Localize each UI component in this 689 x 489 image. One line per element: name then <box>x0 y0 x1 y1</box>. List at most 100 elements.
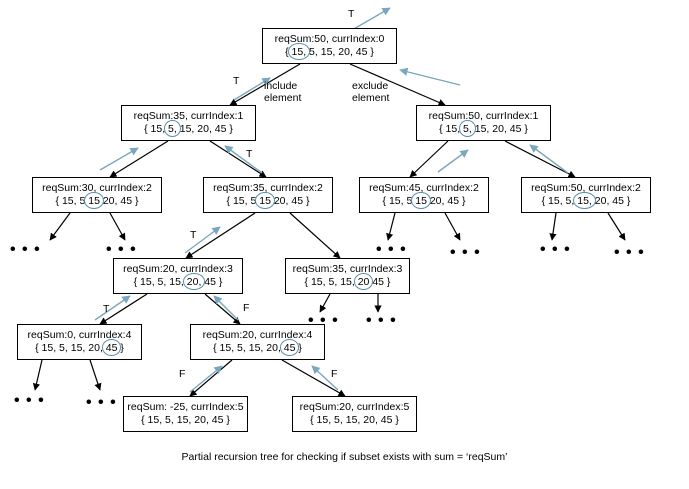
array-close-brace: } <box>384 276 391 288</box>
tree-edge <box>189 359 233 397</box>
array-element: 20, <box>88 342 103 354</box>
node-reqsum45-index2: reqSum:45, currIndex:2{ 15, 5 15 20, 45 … <box>359 177 489 213</box>
return-arrow <box>399 67 461 86</box>
array-element: 15, <box>388 195 404 207</box>
ellipsis-n50b-left: • • • <box>540 241 571 258</box>
tree-edge <box>89 359 102 391</box>
node-array: { 15, 5 15 20, 45 } <box>33 195 161 208</box>
node-array: { 15, 5, 15, 20, 45 } <box>191 342 324 355</box>
tree-edge <box>185 212 256 259</box>
array-close-brace: } <box>132 195 139 207</box>
array-element: 15, <box>474 123 490 135</box>
return-arrow <box>351 7 391 31</box>
array-element: 15, <box>70 342 86 354</box>
array-element: 5, <box>237 342 246 354</box>
tree-edge <box>99 293 148 325</box>
array-element: 15, <box>232 195 248 207</box>
array-element: 15, <box>445 123 461 135</box>
node-reqsum50-index2: reqSum:50, currIndex:2{ 15, 5, 15, 20, 4… <box>521 177 651 213</box>
node-array: { 15, 5 15 20, 45 } <box>204 195 332 208</box>
array-element: 20, <box>194 414 209 426</box>
ellipsis-n0-left: • • • <box>14 392 45 409</box>
array-open-brace: { <box>144 123 151 135</box>
node-reqsum50-index1: reqSum:50, currIndex:1{ 15, 5, 15, 20, 4… <box>416 105 551 141</box>
array-element: 15, <box>179 123 195 135</box>
ellipsis-n35c-right: • • • <box>366 312 397 329</box>
array-open-brace: { <box>55 195 62 207</box>
array-element: 20, <box>429 195 445 207</box>
array-element: 15, <box>548 195 563 207</box>
node-reqsum-minus25-index5: reqSum: -25, currIndex:5{ 15, 5, 15, 20,… <box>123 396 248 432</box>
array-element: 15, <box>147 414 163 426</box>
diagram-caption: Partial recursion tree for checking if s… <box>181 451 508 463</box>
edge-label-exclude-element: exclude element <box>352 80 390 104</box>
return-arrow <box>529 144 569 174</box>
array-close-brace: } <box>303 195 310 207</box>
node-array: { 15, 5, 15, 20, 45 } <box>114 276 242 289</box>
array-open-brace: { <box>133 276 141 288</box>
array-open-brace: { <box>285 46 292 58</box>
array-element: 15, <box>316 414 332 426</box>
edge-label-f-n20b-left: F <box>179 368 186 380</box>
return-arrow <box>99 147 139 171</box>
node-label: reqSum:20, currIndex:4 <box>202 329 313 341</box>
ellipsis-n30-left: • • • <box>10 241 41 258</box>
ellipsis-n45-left: • • • <box>376 241 407 258</box>
tree-edge <box>386 212 396 241</box>
return-arrow <box>184 226 221 254</box>
tree-edge <box>607 212 626 241</box>
array-element: 5, <box>309 46 318 58</box>
tree-edge <box>204 293 241 325</box>
ellipsis-n30-right: • • • <box>106 241 137 258</box>
array-element: 15, <box>340 276 355 288</box>
node-label: reqSum:20, currIndex:5 <box>299 401 410 413</box>
tree-edge <box>549 212 557 241</box>
array-close-brace: } <box>223 414 230 426</box>
array-open-brace: { <box>310 414 317 426</box>
array-element: 20, <box>273 195 289 207</box>
array-open-brace: { <box>439 123 446 135</box>
array-element: 45 <box>447 195 460 207</box>
edge-label-t-n20-left: T <box>103 303 110 315</box>
return-arrow <box>213 295 239 321</box>
array-element-current: 15, <box>291 46 307 58</box>
node-reqsum20-index4: reqSum:20, currIndex:4{ 15, 5, 15, 20, 4… <box>190 324 325 360</box>
array-open-brace: { <box>35 342 42 354</box>
array-element-current: 45 <box>283 342 296 354</box>
array-element: 45 <box>612 195 624 207</box>
node-label: reqSum:45, currIndex:2 <box>369 182 479 194</box>
edge-label-t-n35-right: T <box>246 148 253 160</box>
tree-edge <box>289 212 341 259</box>
array-element-current: 5, <box>168 123 177 135</box>
node-array: { 15, 5, 15, 20, 45 } <box>293 414 416 427</box>
array-element: 45 <box>204 276 216 288</box>
edge-label-t-n35b-left: T <box>190 229 197 241</box>
array-element: 45 <box>372 276 385 288</box>
node-array: { 15, 5, 15, 20, 45 } <box>417 123 550 136</box>
array-close-brace: } <box>117 342 124 354</box>
array-element: 45 <box>291 195 304 207</box>
array-element: 5 <box>79 195 86 207</box>
array-element: 20, <box>197 123 212 135</box>
array-element: 5 <box>250 195 257 207</box>
node-label: reqSum:50, currIndex:1 <box>428 110 539 122</box>
array-close-brace: } <box>215 276 223 288</box>
tree-edge <box>444 212 461 241</box>
node-label: reqSum:50, currIndex:0 <box>274 33 385 45</box>
array-element: 15, <box>169 276 184 288</box>
node-array: { 15, 5, 15, 20, 45 } <box>263 46 396 59</box>
array-element-current: 20, <box>186 276 202 288</box>
tree-edge <box>49 212 71 241</box>
array-close-brace: } <box>392 414 399 426</box>
node-reqsum35-index3: reqSum:35, currIndex:3{ 15, 5, 15, 20 45… <box>285 258 410 294</box>
array-element: 45 <box>509 123 522 135</box>
array-element: 20, <box>363 414 378 426</box>
tree-edge <box>504 140 576 178</box>
array-element-current: 15 <box>415 195 427 207</box>
node-reqsum20-index3: reqSum:20, currIndex:3{ 15, 5, 15, 20, 4… <box>113 258 243 294</box>
array-close-brace: } <box>367 46 374 58</box>
array-close-brace: } <box>623 195 631 207</box>
node-reqsum20-index5: reqSum:20, currIndex:5{ 15, 5, 15, 20, 4… <box>292 396 417 432</box>
node-reqsum35-index2: reqSum:35, currIndex:2{ 15, 5 15 20, 45 … <box>203 177 333 213</box>
